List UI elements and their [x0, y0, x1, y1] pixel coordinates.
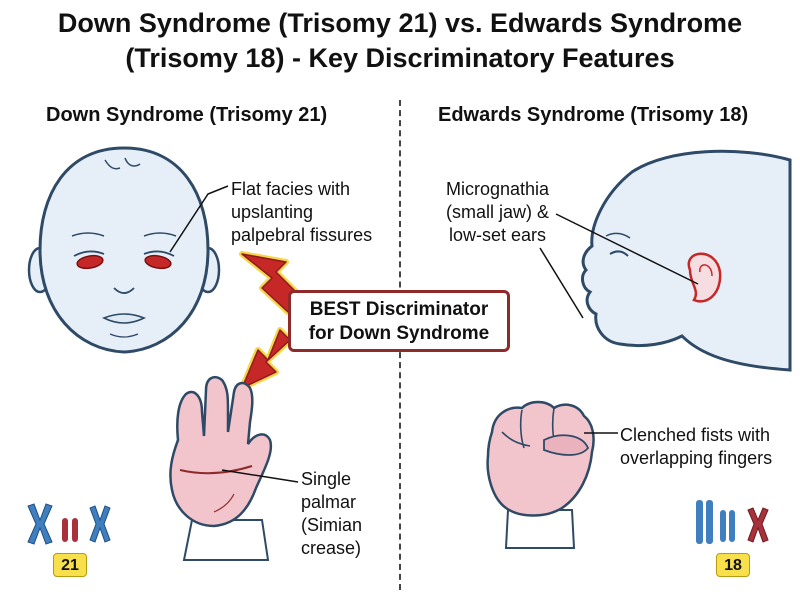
profile-eye	[609, 250, 629, 257]
best-discriminator-callout: BEST Discriminator for Down Syndrome	[288, 290, 510, 352]
clenched-fists-label-line-1: Clenched fists with	[620, 425, 771, 445]
micrognathia-label: Micrognathia (small jaw) & low-set ears	[446, 178, 549, 247]
crease-leader-line	[221, 469, 299, 483]
callout-line-1: BEST Discriminator	[309, 299, 489, 320]
micrognathia-label-line-3: low-set ears	[449, 225, 547, 245]
down-syndrome-heading: Down Syndrome (Trisomy 21)	[46, 104, 328, 126]
hand-wrist	[182, 519, 270, 561]
left-upslanting-eye	[76, 254, 104, 270]
micrognathia-label-line-1: Micrognathia	[446, 179, 550, 199]
edwards-syndrome-heading: Edwards Syndrome (Trisomy 18)	[438, 104, 749, 126]
profile-ear-inner	[699, 264, 713, 277]
profile-head-outline	[581, 149, 792, 372]
right-upslanting-eye	[144, 254, 172, 270]
right-eye-fold	[143, 250, 175, 257]
page-title: Down Syndrome (Trisomy 21) vs. Edwards S…	[0, 6, 800, 76]
callout-line-2: for Down Syndrome	[308, 323, 490, 344]
single-palmar-crease	[179, 465, 253, 475]
clenched-fists-label: Clenched fists with overlapping fingers	[620, 424, 772, 470]
facies-label-line-1: Flat facies with	[231, 179, 351, 199]
palmar-crease-label-line-4: crease)	[301, 538, 362, 558]
chromosome-3-blue	[89, 505, 111, 543]
hand-outline	[169, 376, 273, 528]
palmar-crease-label-line-1: Single	[301, 469, 352, 489]
ear-leader-line	[555, 213, 699, 285]
clenched-fist-illustration	[486, 400, 595, 549]
chromosome-18-blue-c	[720, 510, 726, 542]
simian-crease-hand-illustration	[169, 376, 273, 561]
clenched-fists-label-line-2: overlapping fingers	[620, 448, 773, 468]
face-hair-lines	[104, 157, 141, 170]
trisomy-18-chromosomes	[696, 500, 769, 544]
palmar-crease-label-line-2: palmar	[301, 492, 357, 512]
chromosome-21-red-b	[72, 518, 78, 542]
chromosome-18-blue-b	[706, 500, 713, 544]
face-outline	[38, 146, 210, 354]
micrognathia-label-line-2: (small jaw) &	[446, 202, 550, 222]
profile-brow	[605, 232, 631, 239]
chromosome-18-blue-d	[729, 510, 735, 542]
down-syndrome-face-illustration	[27, 146, 221, 354]
palmar-crease-label: Single palmar (Simian crease)	[301, 468, 362, 560]
chromosome-18-blue-a	[696, 500, 703, 544]
profile-low-set-ear	[687, 252, 722, 303]
title-line-1: Down Syndrome (Trisomy 21) vs. Edwards S…	[57, 8, 743, 38]
facies-label-line-2: upslanting	[231, 202, 314, 222]
fist-outline	[486, 400, 595, 517]
trisomy-21-chromosomes	[27, 503, 111, 545]
right-brow	[143, 232, 177, 237]
title-line-2: (Trisomy 18) - Key Discriminatory Featur…	[125, 43, 675, 73]
overlapping-index-finger	[543, 434, 590, 456]
arrow-down-to-hand	[241, 329, 291, 389]
jaw-leader-line	[539, 247, 584, 319]
edwards-syndrome-profile-illustration	[581, 149, 792, 372]
palmar-crease-label-line-3: (Simian	[301, 515, 363, 535]
nose	[113, 287, 135, 294]
chin-line	[109, 333, 139, 338]
left-eye-fold	[73, 250, 105, 257]
chromosome-21-badge: 21	[53, 553, 87, 577]
left-brow	[71, 232, 105, 237]
chromosome-1-blue	[27, 503, 53, 545]
facies-label: Flat facies with upslanting palpebral fi…	[231, 178, 372, 247]
chromosome-18-red	[747, 507, 769, 543]
facies-leader-line	[169, 185, 229, 253]
facies-label-line-3: palpebral fissures	[231, 225, 373, 245]
mouth	[102, 313, 146, 324]
thumb-crease	[213, 493, 235, 513]
chromosome-21-red-a	[62, 518, 68, 542]
chromosome-18-badge: 18	[716, 553, 750, 577]
